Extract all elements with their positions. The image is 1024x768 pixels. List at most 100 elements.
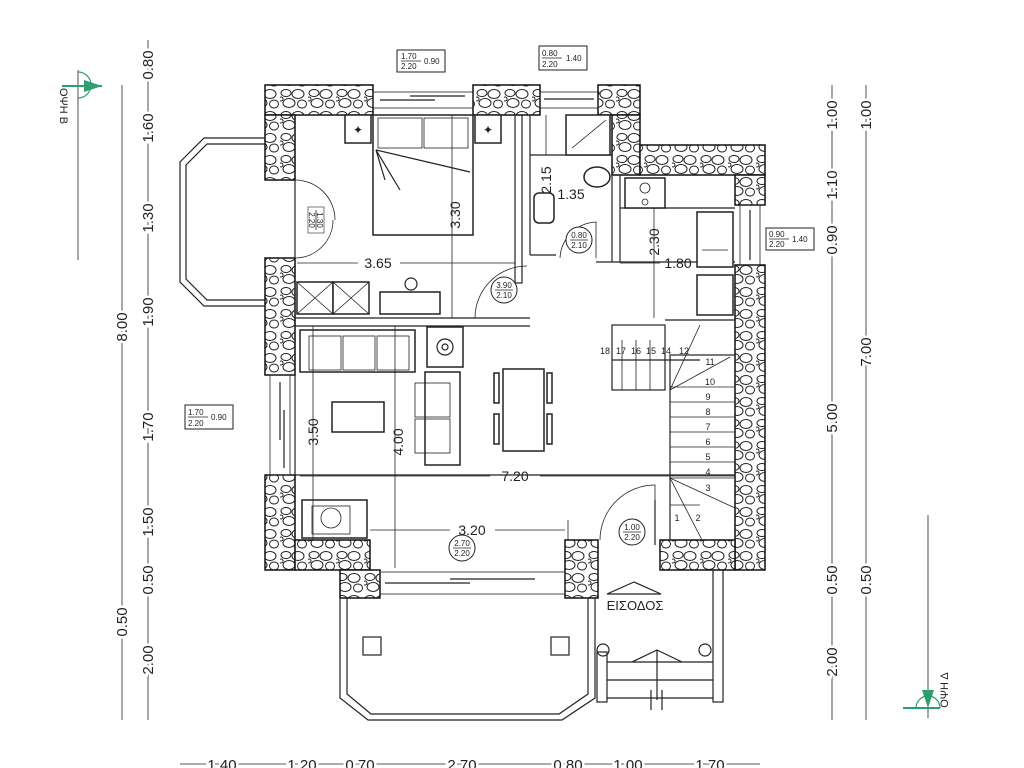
svg-text:2.20: 2.20 (401, 62, 417, 71)
svg-text:16: 16 (631, 346, 641, 356)
section-arrow-icon (84, 80, 102, 92)
svg-text:2.10: 2.10 (496, 291, 512, 300)
svg-text:1.10: 1.10 (824, 170, 841, 199)
svg-text:2.20: 2.20 (188, 419, 204, 428)
svg-text:5.00: 5.00 (824, 403, 841, 432)
svg-text:1.00: 1.00 (824, 100, 841, 129)
svg-text:3: 3 (705, 483, 710, 493)
svg-text:1.50: 1.50 (140, 507, 157, 536)
svg-text:1.35: 1.35 (557, 186, 584, 202)
terrace-column (362, 636, 382, 656)
svg-text:0.50: 0.50 (140, 565, 157, 594)
svg-text:1.70: 1.70 (401, 52, 417, 61)
svg-text:7: 7 (705, 422, 710, 432)
svg-text:2.70: 2.70 (447, 757, 476, 768)
svg-text:1.40: 1.40 (566, 54, 582, 63)
svg-text:1.30: 1.30 (140, 203, 157, 232)
entrance-steps (596, 569, 724, 710)
left-dimension-chain: 0.80 1.60 1.30 1.90 1.70 1.50 0.50 2.00 … (112, 40, 160, 720)
svg-text:12: 12 (679, 346, 689, 356)
svg-text:0.50: 0.50 (114, 607, 131, 636)
svg-text:2.20: 2.20 (624, 533, 640, 542)
svg-text:5: 5 (705, 452, 710, 462)
svg-text:0.80: 0.80 (140, 50, 157, 79)
door-tag: 3.90 2.10 (490, 276, 518, 304)
svg-text:3.30: 3.30 (447, 201, 463, 228)
svg-text:3.90: 3.90 (496, 281, 512, 290)
section-arrow-icon (922, 690, 934, 708)
door-tag: 1.30 2.20 (307, 206, 325, 234)
svg-text:0.90: 0.90 (211, 413, 227, 422)
svg-text:8: 8 (705, 407, 710, 417)
svg-text:9: 9 (705, 392, 710, 402)
svg-text:15: 15 (646, 346, 656, 356)
svg-text:0.90: 0.90 (769, 230, 785, 239)
svg-text:0.80: 0.80 (553, 757, 582, 768)
section-marker-b: ΟΨΗ Β (57, 70, 102, 260)
svg-text:0.50: 0.50 (858, 565, 875, 594)
section-marker-d: ΟΨΗ Δ (903, 515, 951, 718)
window-tag: 1.70 2.20 0.90 (184, 404, 234, 430)
svg-text:ΟΨΗ Β: ΟΨΗ Β (57, 88, 69, 124)
door-tag: 0.80 2.10 (565, 226, 593, 254)
svg-text:2.20: 2.20 (454, 549, 470, 558)
svg-text:1.00: 1.00 (858, 100, 875, 129)
window-tag: 1.70 2.20 0.90 (396, 49, 446, 73)
svg-text:✦: ✦ (353, 123, 363, 137)
stair-numbers: 18 17 16 15 14 12 11 10 9 8 7 6 5 4 3 2 … (600, 346, 715, 523)
svg-text:✦: ✦ (483, 123, 493, 137)
svg-text:ΟΨΗ Δ: ΟΨΗ Δ (939, 672, 951, 708)
svg-text:2.30: 2.30 (646, 228, 662, 255)
svg-text:0.70: 0.70 (345, 757, 374, 768)
svg-text:1.20: 1.20 (287, 757, 316, 768)
window-tag: 0.90 2.20 1.40 (765, 227, 815, 251)
bedroom-furniture: ✦ ✦ (296, 114, 502, 315)
svg-text:2.00: 2.00 (824, 647, 841, 676)
svg-text:1: 1 (674, 513, 679, 523)
svg-text:1.00: 1.00 (613, 757, 642, 768)
svg-text:1.40: 1.40 (792, 235, 808, 244)
svg-text:2.20: 2.20 (307, 212, 316, 228)
svg-text:11: 11 (705, 357, 714, 367)
svg-text:1.70: 1.70 (140, 412, 157, 441)
svg-text:1.70: 1.70 (188, 408, 204, 417)
svg-text:4: 4 (705, 467, 710, 477)
svg-text:0.90: 0.90 (424, 57, 440, 66)
svg-text:3.65: 3.65 (364, 255, 391, 271)
bottom-dimension-chain: 1.40 1.20 0.70 2.70 0.80 1.00 1.70 (180, 755, 760, 768)
svg-text:18: 18 (600, 346, 610, 356)
svg-text:0.80: 0.80 (542, 49, 558, 58)
svg-text:2.15: 2.15 (538, 166, 554, 193)
kitchen-fixtures (624, 177, 734, 316)
entrance-arrow-icon (606, 581, 662, 595)
svg-text:1.80: 1.80 (664, 255, 691, 271)
windows (269, 91, 761, 595)
svg-text:2.20: 2.20 (542, 60, 558, 69)
svg-text:1.90: 1.90 (140, 297, 157, 326)
right-dimension-chain: 1.00 1.10 0.90 5.00 0.50 2.00 1.00 7.00 … (822, 85, 878, 720)
svg-text:1.70: 1.70 (695, 757, 724, 768)
svg-text:2.00: 2.00 (140, 645, 157, 674)
living-furniture (299, 326, 553, 539)
svg-text:1.60: 1.60 (140, 113, 157, 142)
svg-text:1.30: 1.30 (315, 212, 324, 228)
svg-text:3.20: 3.20 (458, 522, 485, 538)
svg-text:14: 14 (661, 346, 671, 356)
bedroom-balcony (179, 137, 265, 307)
interior-walls (294, 114, 735, 545)
svg-text:17: 17 (616, 346, 626, 356)
interior-dimensions: 3.65 3.30 2.15 1.35 2.30 1.80 7.20 3.50 … (297, 115, 735, 568)
svg-text:10: 10 (705, 377, 715, 387)
window-tag: 0.80 2.20 1.40 (538, 45, 588, 71)
bathroom-fixtures (533, 114, 611, 224)
front-terrace (339, 598, 596, 721)
door-tag: 2.70 2.20 (448, 534, 476, 562)
svg-text:2.10: 2.10 (571, 241, 587, 250)
svg-text:0.80: 0.80 (571, 231, 587, 240)
svg-text:8.00: 8.00 (114, 312, 131, 341)
terrace-column (550, 636, 570, 656)
svg-text:7.20: 7.20 (501, 468, 528, 484)
svg-text:2.20: 2.20 (769, 240, 785, 249)
svg-text:7.00: 7.00 (858, 337, 875, 366)
